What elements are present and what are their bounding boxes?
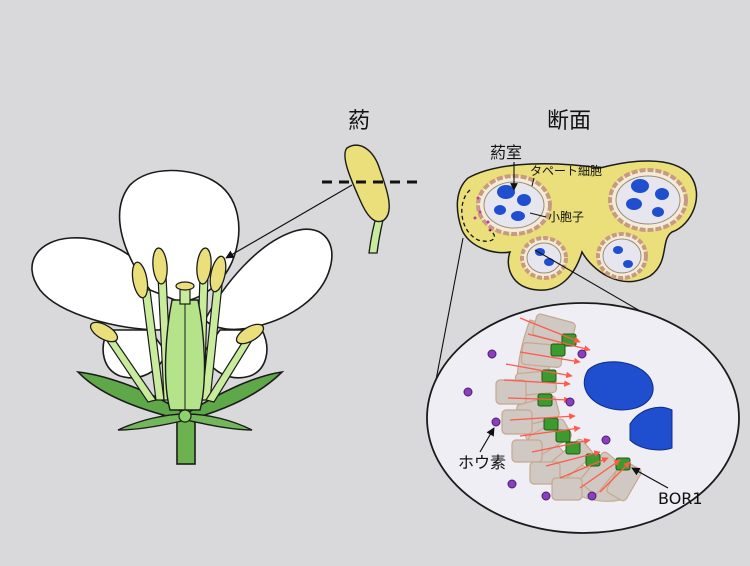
bor1-label: BOR1 <box>658 489 703 508</box>
flower <box>31 169 333 465</box>
sepal-center-right <box>185 413 253 431</box>
boron-dots-small <box>473 196 492 232</box>
anther-body <box>344 144 390 223</box>
magnified-view: ホウ素 BOR1 <box>426 302 740 534</box>
anther-filament <box>368 213 385 254</box>
microspore-small <box>629 406 673 451</box>
bor1-transporters <box>537 333 631 471</box>
zoom-line-left <box>435 237 464 381</box>
tapetum-label: タペート細胞 <box>530 164 602 178</box>
ovary-base <box>178 409 192 423</box>
anther-title: 葯 <box>348 109 370 134</box>
microspore-label: 小胞子 <box>548 210 584 224</box>
locule-bottom-left <box>520 236 568 280</box>
cross-section: 断面 <box>456 109 698 291</box>
boron-molecules <box>463 349 611 501</box>
stigma <box>175 281 195 291</box>
zoom-arrow-anther <box>225 184 353 259</box>
zoom-region <box>461 189 495 242</box>
locule-bottom-right <box>596 232 648 280</box>
locule-top-right <box>608 168 688 232</box>
microspore-large <box>583 361 654 411</box>
stem <box>176 417 196 465</box>
transport-arrows <box>503 317 631 493</box>
flower-anthers <box>89 247 265 345</box>
locule-label: 葯室 <box>490 143 522 162</box>
anther-detail: 葯 <box>322 109 420 254</box>
sepal-center <box>117 413 187 431</box>
boron-label: ホウ素 <box>458 453 506 472</box>
cross-section-title: 断面 <box>547 109 591 134</box>
